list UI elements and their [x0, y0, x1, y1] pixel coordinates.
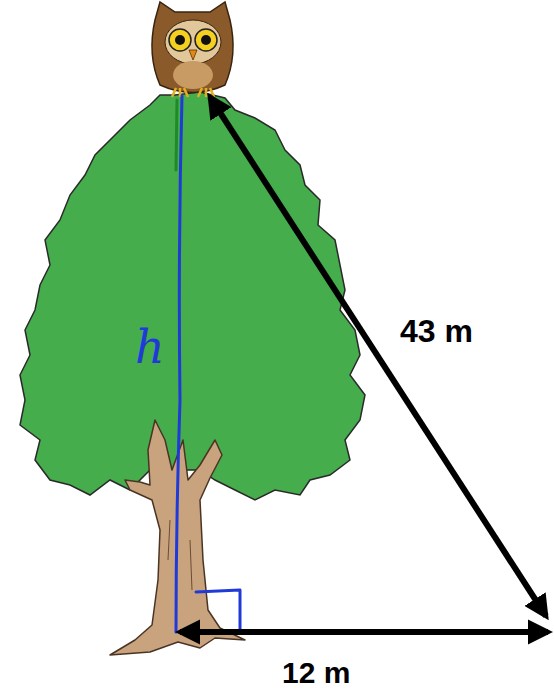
owl-pupil: [175, 35, 185, 45]
dimension-label: 12 m: [282, 656, 350, 689]
owl-body: [152, 2, 233, 93]
owl-face: [165, 20, 221, 64]
bark-line: [168, 520, 192, 590]
dimension-label: 43 m: [400, 314, 473, 349]
owl-pupil: [201, 35, 211, 45]
owl-belly: [173, 61, 213, 89]
right-angle-mark: [196, 590, 240, 630]
hypotenuse-arrow: [210, 97, 546, 616]
owl: [152, 2, 233, 97]
base-arrow: [180, 629, 548, 635]
owl-eye: [169, 29, 191, 51]
owl-eye: [195, 29, 217, 51]
owl-beak: [189, 50, 197, 60]
owl-feet: [172, 88, 214, 97]
green-mark: [176, 100, 177, 170]
height-variable: h: [135, 322, 165, 373]
height-line: [176, 96, 182, 632]
tree-crown: [20, 92, 365, 500]
